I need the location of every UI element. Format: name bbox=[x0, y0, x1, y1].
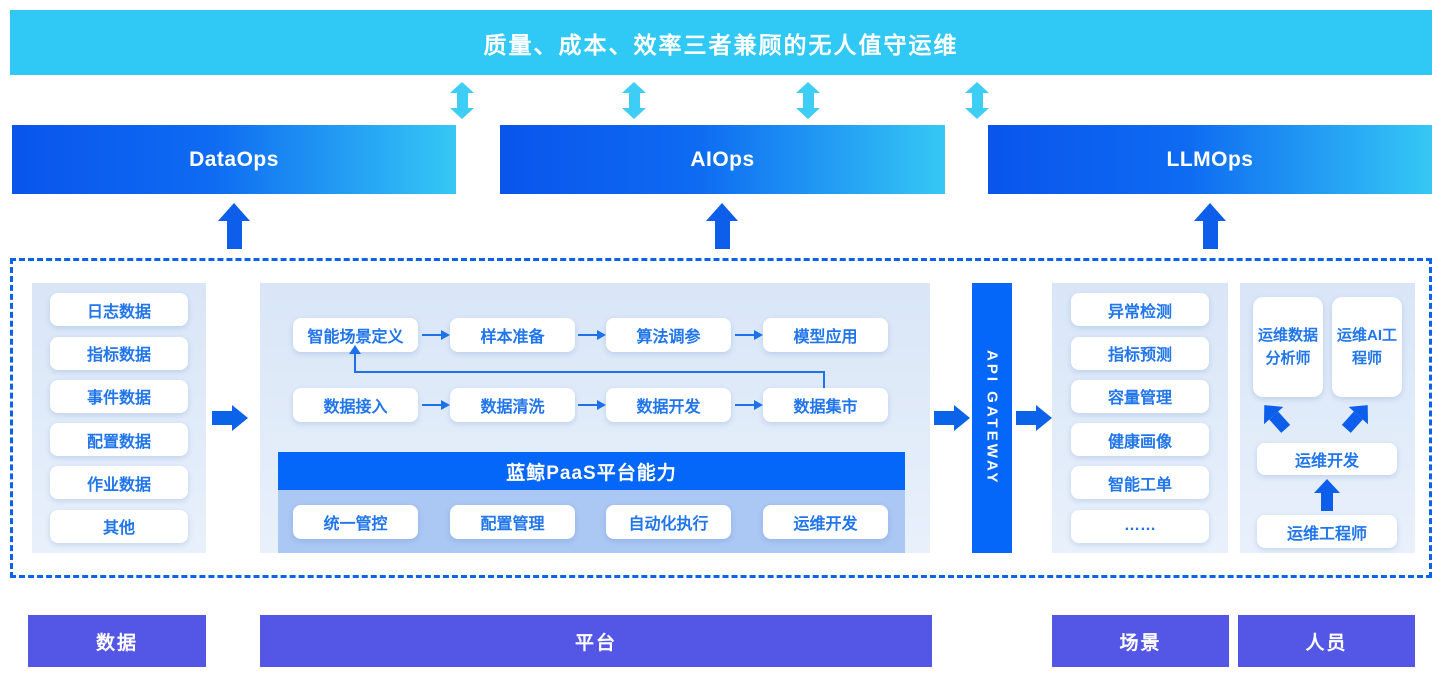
diagonal-up-left-arrow-icon bbox=[1254, 396, 1296, 437]
flow-arrow-icon bbox=[735, 330, 763, 340]
flow-arrow-icon bbox=[735, 400, 763, 410]
ml-flow-step: 算法调参 bbox=[606, 318, 731, 352]
data-flow-step: 数据接入 bbox=[293, 388, 418, 422]
up-arrow-icon bbox=[706, 203, 738, 249]
scenario-item: 指标预测 bbox=[1071, 336, 1209, 370]
ops-box-label: DataOps bbox=[189, 147, 279, 171]
paas-capability-item: 配置管理 bbox=[450, 505, 575, 539]
scenarios-panel: 异常检测 指标预测 容量管理 健康画像 智能工单 …… bbox=[1052, 283, 1228, 553]
platform-core-panel: 智能场景定义 样本准备 算法调参 模型应用 数据接入 数据清洗 数据开发 数据集… bbox=[260, 283, 930, 553]
data-source-item: 作业数据 bbox=[50, 466, 188, 500]
ops-box-label: LLMOps bbox=[1166, 147, 1254, 171]
up-arrow-icon bbox=[218, 203, 250, 249]
bidirectional-arrow-icon bbox=[450, 82, 474, 119]
right-arrow-icon bbox=[212, 405, 248, 431]
flow-arrow-icon bbox=[578, 400, 606, 410]
top-banner: 质量、成本、效率三者兼顾的无人值守运维 bbox=[10, 10, 1432, 75]
banner-title: 质量、成本、效率三者兼顾的无人值守运维 bbox=[483, 31, 959, 58]
data-flow-step: 数据清洗 bbox=[450, 388, 575, 422]
footer-bar-platform: 平台 bbox=[260, 615, 932, 667]
data-source-item: 配置数据 bbox=[50, 423, 188, 457]
up-arrow-icon bbox=[1314, 479, 1340, 511]
ops-box-label: AIOps bbox=[690, 147, 755, 171]
data-source-item: 指标数据 bbox=[50, 336, 188, 370]
feedback-line bbox=[354, 354, 356, 373]
data-sources-panel: 日志数据 指标数据 事件数据 配置数据 作业数据 其他 bbox=[32, 283, 206, 553]
feedback-arrowhead-icon bbox=[349, 345, 361, 354]
paas-capability-bar: 蓝鲸PaaS平台能力 bbox=[278, 452, 905, 490]
paas-capability-item: 自动化执行 bbox=[606, 505, 731, 539]
ml-flow-step: 模型应用 bbox=[763, 318, 888, 352]
footer-bar-people: 人员 bbox=[1238, 615, 1415, 667]
feedback-line bbox=[823, 371, 825, 389]
data-flow-step: 数据开发 bbox=[606, 388, 731, 422]
scenario-item: 容量管理 bbox=[1071, 379, 1209, 413]
bidirectional-arrow-icon bbox=[622, 82, 646, 119]
people-panel: 运维数据分析师 运维AI工程师 运维开发 运维工程师 bbox=[1240, 283, 1415, 553]
right-arrow-icon bbox=[934, 405, 970, 431]
role-box-ai-engineer: 运维AI工程师 bbox=[1332, 297, 1402, 397]
data-source-item: 其他 bbox=[50, 509, 188, 543]
scenario-item: 异常检测 bbox=[1071, 293, 1209, 327]
footer-bar-scenario: 场景 bbox=[1052, 615, 1229, 667]
diagonal-up-right-arrow-icon bbox=[1337, 396, 1378, 437]
ml-flow-step: 样本准备 bbox=[450, 318, 575, 352]
data-source-item: 事件数据 bbox=[50, 379, 188, 413]
ops-box-aiops: AIOps bbox=[500, 125, 945, 194]
bidirectional-arrow-icon bbox=[796, 82, 820, 119]
flow-arrow-icon bbox=[422, 400, 450, 410]
api-gateway-bar: API GATEWAY bbox=[972, 283, 1012, 553]
scenario-item: …… bbox=[1071, 509, 1209, 543]
ops-box-llmops: LLMOps bbox=[988, 125, 1432, 194]
paas-title: 蓝鲸PaaS平台能力 bbox=[506, 462, 677, 484]
ops-engineer-pill: 运维工程师 bbox=[1257, 515, 1397, 548]
footer-bar-data: 数据 bbox=[28, 615, 206, 667]
flow-arrow-icon bbox=[578, 330, 606, 340]
right-arrow-icon bbox=[1016, 405, 1052, 431]
role-box-analyst: 运维数据分析师 bbox=[1253, 297, 1323, 397]
platform-dashed-container bbox=[10, 258, 1432, 578]
data-flow-step: 数据集市 bbox=[763, 388, 888, 422]
paas-capability-item: 运维开发 bbox=[763, 505, 888, 539]
paas-capability-item: 统一管控 bbox=[293, 505, 418, 539]
scenario-item: 健康画像 bbox=[1071, 423, 1209, 457]
api-gateway-label: API GATEWAY bbox=[983, 350, 1001, 486]
feedback-line bbox=[354, 371, 825, 373]
up-arrow-icon bbox=[1194, 203, 1226, 249]
scenario-item: 智能工单 bbox=[1071, 466, 1209, 500]
bidirectional-arrow-icon bbox=[965, 82, 989, 119]
ops-box-dataops: DataOps bbox=[12, 125, 456, 194]
ops-dev-pill: 运维开发 bbox=[1257, 443, 1397, 475]
data-source-item: 日志数据 bbox=[50, 293, 188, 327]
flow-arrow-icon bbox=[422, 330, 450, 340]
